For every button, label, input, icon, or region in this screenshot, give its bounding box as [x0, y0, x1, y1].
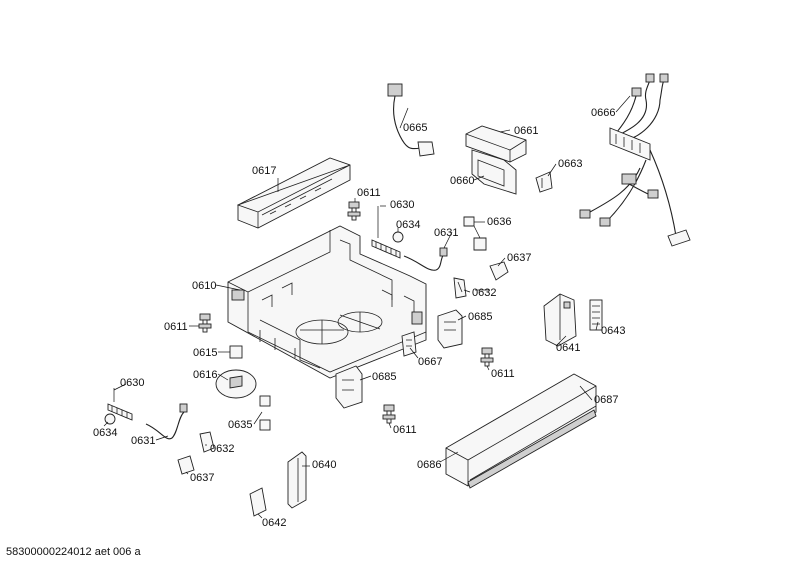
label-0611-top: 0611: [357, 187, 381, 199]
part-0615-clip: [229, 345, 243, 359]
part-0635-clip: [259, 395, 271, 431]
part-0634-cap-bottom: [104, 413, 116, 425]
label-0686: 0686: [417, 459, 441, 471]
part-0637-bracket-bottom: [177, 455, 195, 475]
label-0636: 0636: [487, 216, 511, 228]
part-0686-strip: [467, 409, 597, 489]
part-0685-bracket-bottom: [335, 365, 363, 409]
part-0632-holder-top: [453, 277, 467, 299]
part-0631-sensor-top: [403, 247, 448, 271]
label-0640: 0640: [312, 459, 336, 471]
label-0661: 0661: [514, 125, 538, 137]
part-0634-cap-top: [392, 231, 404, 243]
part-0666-wiring-harness: [579, 73, 691, 247]
label-0663: 0663: [558, 158, 582, 170]
part-0661-panel: [465, 125, 527, 163]
part-0685-bracket-top: [437, 309, 463, 349]
label-0632-bottom: 0632: [210, 443, 234, 455]
label-0630-top: 0630: [390, 199, 414, 211]
part-0640-bracket: [287, 451, 307, 509]
part-0663-clip: [535, 171, 553, 193]
label-0617: 0617: [252, 165, 276, 177]
label-0634-bottom: 0634: [93, 427, 117, 439]
part-0687-kickplate: [445, 373, 597, 487]
part-0665-power-cord: [387, 83, 435, 157]
part-0611-screw-bottom: [382, 404, 396, 424]
part-0632-holder-bottom: [199, 431, 215, 453]
label-0616: 0616: [193, 369, 217, 381]
label-0631-bottom: 0631: [131, 435, 155, 447]
label-0615: 0615: [193, 347, 217, 359]
label-0637-top: 0637: [507, 252, 531, 264]
label-0642: 0642: [262, 517, 286, 529]
label-0641: 0641: [556, 342, 580, 354]
part-0667-connector: [401, 331, 417, 357]
label-0687: 0687: [594, 394, 618, 406]
label-0630-bottom: 0630: [120, 377, 144, 389]
part-0611-screw-top: [347, 201, 361, 221]
label-0610: 0610: [192, 280, 216, 292]
label-0685-top: 0685: [468, 311, 492, 323]
label-0611-left: 0611: [164, 321, 188, 333]
label-0665: 0665: [403, 122, 427, 134]
part-0660-bracket: [471, 149, 517, 195]
part-0637-bracket-top: [489, 261, 509, 281]
label-0660: 0660: [450, 175, 474, 187]
label-0666: 0666: [591, 107, 615, 119]
label-0635: 0635: [228, 419, 252, 431]
part-0641-side-bracket: [543, 293, 577, 347]
part-0630-heater-bottom: [107, 388, 133, 421]
label-0667: 0667: [418, 356, 442, 368]
part-0617-cover: [236, 157, 351, 229]
label-0643: 0643: [601, 325, 625, 337]
part-0611-screw-mid: [480, 347, 494, 367]
part-labels: 0617 0610 0611 0611 0630 0634 0631 0636 …: [93, 107, 625, 529]
drawing-reference-number: 58300000224012 aet 006 a: [6, 546, 141, 558]
label-0632-top: 0632: [472, 287, 496, 299]
part-0630-heater-top: [371, 206, 401, 259]
part-0611-screw-left: [198, 313, 212, 333]
part-0631-sensor-bottom: [145, 403, 188, 440]
leader-lines: [103, 95, 631, 519]
label-0611-bottom: 0611: [393, 424, 417, 436]
label-0611-mid: 0611: [491, 368, 515, 380]
part-0642-holder: [249, 487, 267, 517]
label-0631-top: 0631: [434, 227, 458, 239]
label-0685-bottom: 0685: [372, 371, 396, 383]
label-0634-top: 0634: [396, 219, 420, 231]
label-0637-bottom: 0637: [190, 472, 214, 484]
part-0616-disc: [215, 369, 257, 399]
part-0610-base-frame: [227, 225, 427, 379]
